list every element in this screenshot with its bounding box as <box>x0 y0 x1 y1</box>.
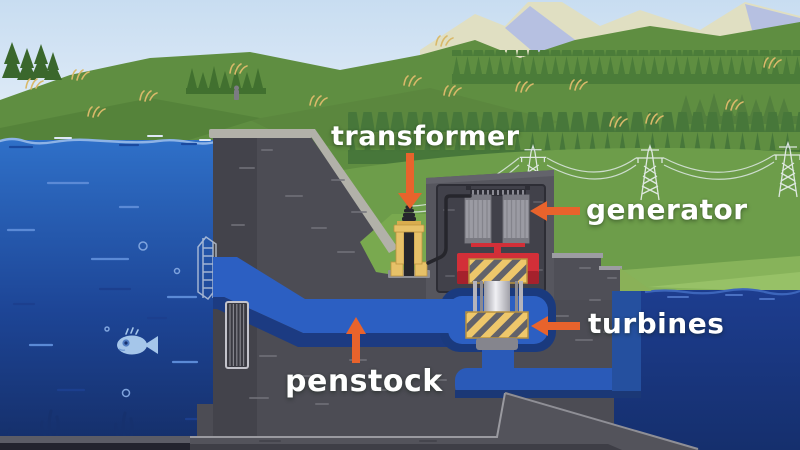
reservoir-water <box>0 135 217 450</box>
tailrace-slab <box>190 392 700 450</box>
generator-label: generator <box>586 193 748 226</box>
transformer-label: transformer <box>331 121 520 152</box>
treeline-small <box>186 66 266 94</box>
intake-grate-icon <box>225 301 249 369</box>
downstream-water <box>612 288 800 450</box>
power-cable <box>426 194 472 265</box>
pine-trees <box>2 42 62 80</box>
penstock-channel <box>213 257 452 347</box>
bubbles <box>104 241 181 398</box>
turbine-bottom-block <box>465 311 529 339</box>
generator-coil <box>502 194 530 244</box>
turbine-unit <box>457 253 539 350</box>
generator-arrow-icon <box>530 201 580 221</box>
treeline-main <box>348 112 800 156</box>
turbine-pedestal <box>476 338 518 350</box>
turbine-top-block <box>468 258 528 284</box>
distant-figure <box>234 85 239 100</box>
fish-icon <box>117 327 158 355</box>
turbines-arrow-icon <box>531 316 580 336</box>
dam-crest <box>209 129 312 138</box>
generator-unit <box>464 185 530 256</box>
turbine-shaft <box>473 281 523 317</box>
generator-coil <box>464 194 492 244</box>
tailrace-channel <box>455 291 641 398</box>
penstock-arrow-icon <box>346 317 366 363</box>
penstock-label: penstock <box>285 364 443 399</box>
callout-arrows <box>346 153 580 363</box>
seabed <box>0 436 215 444</box>
transformer-arrow-icon <box>398 153 422 209</box>
turbines-label: turbines <box>588 307 725 340</box>
dam-step <box>554 255 620 300</box>
